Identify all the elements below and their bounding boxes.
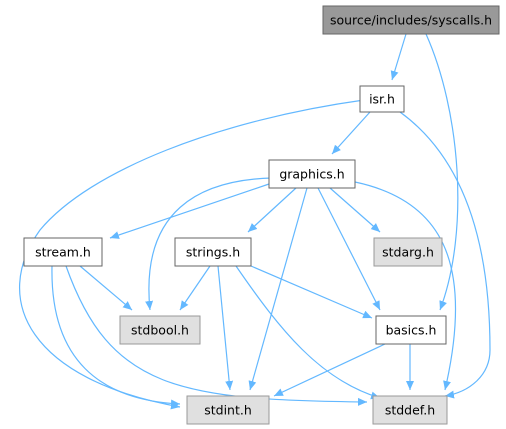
edge-isr-to-stddef: [399, 111, 491, 399]
node-label-syscalls: source/includes/syscalls.h: [330, 13, 492, 28]
node-stdarg: stdarg.h: [373, 237, 443, 267]
node-label-graphics: graphics.h: [279, 167, 344, 182]
edge-strings-to-stdbool: [179, 265, 211, 311]
node-isr[interactable]: isr.h: [359, 85, 405, 113]
edge-stream-to-stdbool: [79, 265, 133, 311]
edge-strings-to-stddef: [235, 265, 381, 400]
edge-basics-to-stdint: [273, 343, 386, 397]
node-graphics[interactable]: graphics.h: [268, 159, 356, 189]
node-label-isr: isr.h: [369, 92, 395, 107]
edge-strings-to-stdint: [217, 265, 234, 391]
edge-layer: [18, 33, 491, 410]
node-label-strings: strings.h: [186, 245, 240, 260]
edge-stream-to-stddef: [65, 265, 368, 406]
edge-graphics-to-strings: [247, 187, 297, 233]
edge-syscalls-to-basics: [425, 33, 459, 311]
node-strings[interactable]: strings.h: [174, 237, 252, 267]
edge-graphics-to-stddef: [354, 181, 457, 391]
edge-graphics-to-stdint: [248, 187, 308, 391]
node-basics[interactable]: basics.h: [375, 315, 447, 345]
node-label-stdarg: stdarg.h: [382, 245, 434, 260]
node-stdbool: stdbool.h: [119, 315, 201, 345]
node-box-stdarg: [373, 237, 443, 267]
node-stdint: stdint.h: [186, 395, 270, 425]
node-label-stream: stream.h: [35, 245, 91, 260]
node-box-isr: [359, 85, 405, 113]
edge-graphics-to-stdbool: [145, 177, 273, 311]
node-box-basics: [375, 315, 447, 345]
node-label-stdbool: stdbool.h: [131, 323, 189, 338]
node-layer: source/includes/syscalls.h isr.h graphics.…: [23, 5, 500, 425]
edge-isr-to-stdint: [18, 99, 365, 410]
node-label-basics: basics.h: [386, 323, 437, 338]
edge-syscalls-to-isr: [390, 33, 407, 81]
node-box-strings: [174, 237, 252, 267]
node-stddef: stddef.h: [372, 395, 448, 425]
node-box-stdbool: [119, 315, 201, 345]
node-syscalls: source/includes/syscalls.h: [322, 5, 500, 35]
node-box-stddef: [372, 395, 448, 425]
node-label-stdint: stdint.h: [204, 403, 252, 418]
edge-isr-to-graphics: [331, 111, 371, 155]
node-box-stream: [23, 237, 103, 267]
edge-graphics-to-stdarg: [329, 187, 381, 233]
node-box-stdint: [186, 395, 270, 425]
edge-stream-to-stdint: [51, 265, 181, 408]
edge-strings-to-basics: [250, 265, 373, 319]
node-box-syscalls: [322, 5, 500, 35]
node-stream[interactable]: stream.h: [23, 237, 103, 267]
node-label-stddef: stddef.h: [385, 403, 435, 418]
edge-graphics-to-stream: [109, 183, 270, 239]
node-box-graphics: [268, 159, 356, 189]
edge-graphics-to-basics: [317, 187, 381, 311]
